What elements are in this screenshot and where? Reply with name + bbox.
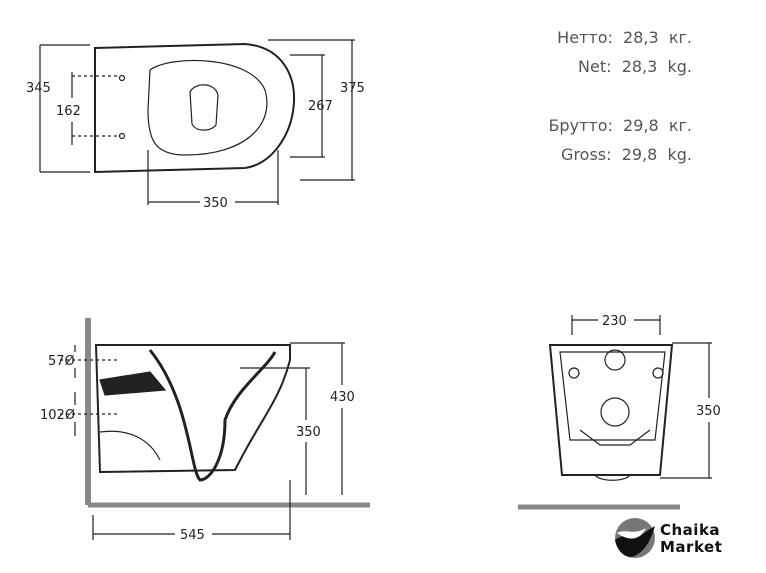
gross-weight-ru: Брутто: 29,8 кг.	[548, 116, 692, 135]
back-view	[518, 315, 712, 510]
chaika-logo-icon	[615, 518, 655, 558]
logo-line2: Market	[660, 538, 723, 556]
net-weight-ru: Нетто: 28,3 кг.	[557, 28, 692, 47]
dim-375: 375	[340, 81, 365, 96]
dim-230: 230	[602, 314, 627, 329]
dim-430: 430	[330, 390, 355, 405]
side-view	[60, 318, 370, 540]
dim-57: 57Ø	[48, 354, 75, 369]
top-view	[39, 39, 355, 205]
dim-162: 162	[56, 104, 81, 119]
dim-545: 545	[180, 528, 205, 543]
dim-350-side: 350	[296, 425, 321, 440]
dim-345: 345	[26, 81, 51, 96]
dim-350-back: 350	[696, 404, 721, 419]
net-weight-en: Net: 28,3 kg.	[578, 57, 692, 76]
logo-text: Chaika Market	[660, 522, 722, 556]
logo-line1: Chaika	[660, 521, 721, 539]
dim-102: 102Ø	[40, 408, 75, 423]
dim-350-top: 350	[203, 196, 228, 211]
dim-267: 267	[308, 99, 333, 114]
gross-weight-en: Gross: 29,8 kg.	[561, 145, 692, 164]
